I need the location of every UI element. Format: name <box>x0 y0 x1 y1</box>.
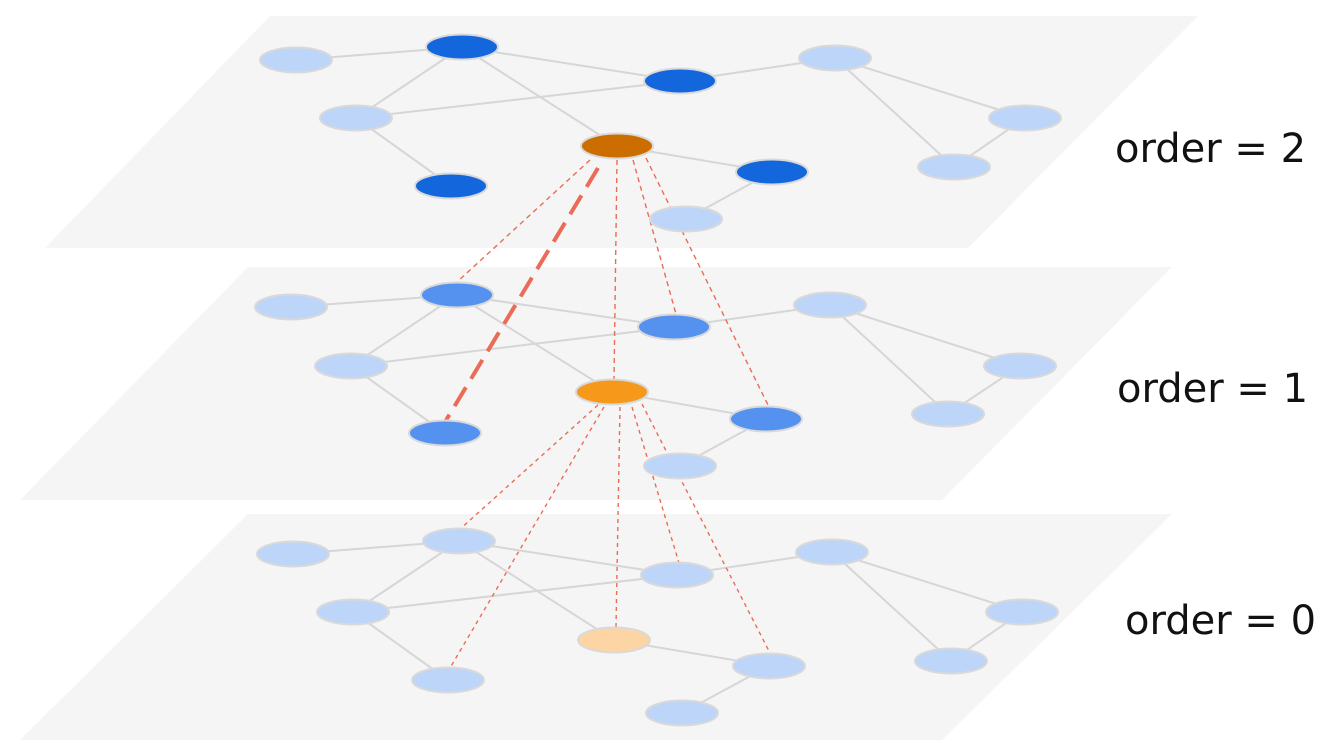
node-order-0-n-i <box>411 666 485 694</box>
layer-label-order-2: order = 2 <box>1115 126 1306 172</box>
edge-order-0 <box>831 551 1023 613</box>
node-order-2-n-b <box>425 33 499 61</box>
connector-2-to-1-bold <box>443 166 600 424</box>
node-order-2-n-d <box>798 44 872 72</box>
node-order-0-n-a <box>256 540 330 568</box>
connector-2-to-1 <box>645 157 769 406</box>
edge-order-1 <box>350 326 675 367</box>
connector-2-to-1 <box>456 159 591 283</box>
node-order-0-n-k <box>645 699 719 727</box>
connector-2-to-1 <box>613 159 618 380</box>
node-order-2-n-i <box>414 172 488 200</box>
node-order-1-n-g <box>983 352 1057 380</box>
node-order-0-n-e <box>316 598 390 626</box>
node-order-2-n-e <box>319 104 393 132</box>
graph-nodes <box>254 33 1062 727</box>
node-order-2-n-h <box>917 153 991 181</box>
node-order-1-n-c <box>637 313 711 341</box>
node-order-1-n-j <box>729 405 803 433</box>
node-order-1-n-k <box>643 452 717 480</box>
node-order-0-n-b <box>422 527 496 555</box>
connector-1-to-0 <box>641 403 771 654</box>
node-order-0-n-d <box>795 538 869 566</box>
node-order-2-center <box>580 132 654 160</box>
edge-order-2 <box>355 80 681 119</box>
edge-order-0 <box>458 540 678 576</box>
connector-1-to-0 <box>449 406 605 669</box>
edge-order-1 <box>829 304 949 415</box>
node-order-1-n-h <box>911 400 985 428</box>
node-order-1-n-b <box>420 281 494 309</box>
edge-order-0 <box>831 551 952 662</box>
node-order-0-center <box>577 626 651 654</box>
edge-order-0 <box>352 574 678 613</box>
node-order-0-n-j <box>732 652 806 680</box>
edge-order-1 <box>829 304 1021 367</box>
node-order-1-n-d <box>793 291 867 319</box>
plane-order-0 <box>20 514 1172 740</box>
node-order-1-center <box>575 378 649 406</box>
node-order-2-n-j <box>735 158 809 186</box>
edge-order-2 <box>834 57 1026 119</box>
node-order-2-n-k <box>649 205 723 233</box>
connector-1-to-0 <box>631 406 680 564</box>
edge-order-2 <box>834 57 955 168</box>
node-order-0-n-c <box>640 561 714 589</box>
node-order-2-n-g <box>988 104 1062 132</box>
layer-label-order-1: order = 1 <box>1117 366 1308 412</box>
node-order-1-n-e <box>314 352 388 380</box>
node-order-1-n-i <box>408 419 482 447</box>
edge-order-1 <box>456 294 675 328</box>
node-order-1-n-a <box>254 293 328 321</box>
layer-connectors <box>443 157 771 669</box>
layer-label-order-0: order = 0 <box>1125 598 1316 644</box>
connector-1-to-0 <box>458 404 599 531</box>
node-order-2-n-a <box>259 46 333 74</box>
plane-order-2 <box>45 16 1198 248</box>
node-order-0-n-g <box>985 598 1059 626</box>
node-order-2-n-c <box>643 67 717 95</box>
edge-order-2 <box>461 46 681 82</box>
node-order-0-n-h <box>914 647 988 675</box>
